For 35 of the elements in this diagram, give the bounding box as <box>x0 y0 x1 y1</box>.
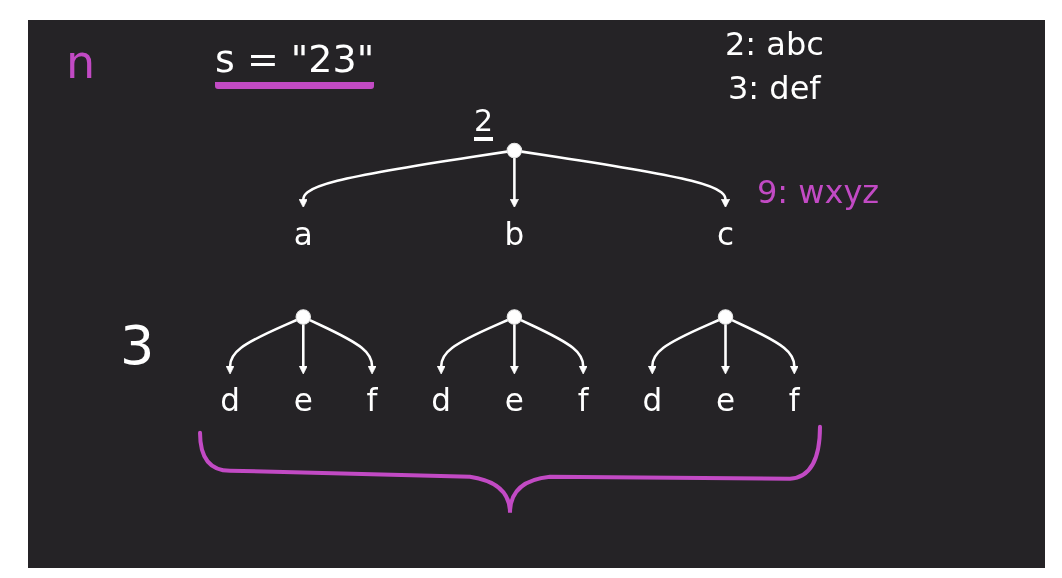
node-dot <box>506 142 523 159</box>
tree-letter: b <box>504 215 525 252</box>
arrow <box>225 318 298 375</box>
tree-letter: f <box>788 382 800 419</box>
node-dot <box>295 309 312 325</box>
arrow <box>647 318 720 375</box>
tree-letter: a <box>293 215 313 252</box>
node-dot <box>506 309 523 325</box>
digit-mapping: 9: wxyz <box>757 176 880 210</box>
tree-letter: d <box>431 382 452 419</box>
arrow <box>720 324 731 375</box>
tree-letter: c <box>716 215 735 252</box>
arrow <box>509 157 519 208</box>
digit-mapping: 3: def <box>728 72 821 106</box>
tree-letter: e <box>504 382 524 419</box>
tree-letter: d <box>220 382 240 419</box>
variable-label: n <box>66 38 96 87</box>
arrow <box>520 318 588 375</box>
arrow <box>309 318 377 375</box>
arrow <box>731 318 799 375</box>
level-number: 2 <box>474 104 494 142</box>
tree-letter: e <box>293 382 313 419</box>
digit-mapping: 2: abc <box>725 28 824 62</box>
level-number: 3 <box>120 318 155 375</box>
arrow <box>521 150 731 208</box>
node-dot <box>717 309 734 325</box>
tree-letter: e <box>715 382 736 419</box>
tree-letter: f <box>577 382 589 419</box>
arrow <box>509 324 519 375</box>
arrow <box>298 150 508 208</box>
tree-letter: d <box>642 382 663 419</box>
string-assignment: s = "23" <box>215 40 375 89</box>
tree-letter: f <box>366 382 378 419</box>
arrow <box>298 324 308 375</box>
arrow <box>436 318 509 375</box>
